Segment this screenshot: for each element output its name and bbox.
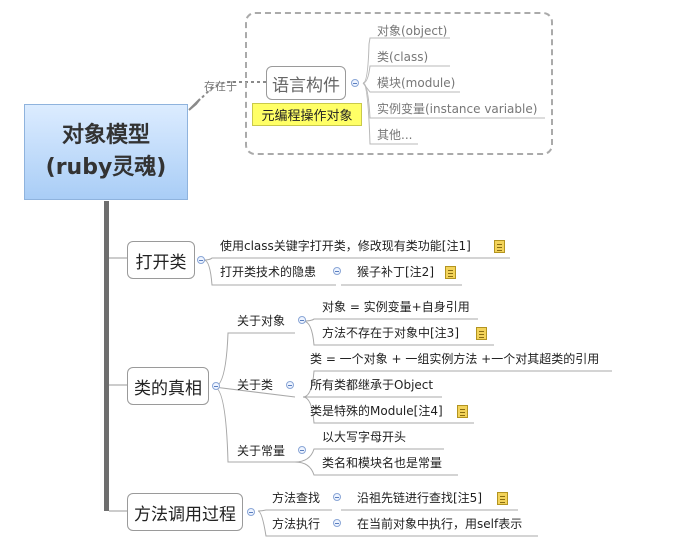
about-class-item-2: 所有类都继承于Object bbox=[310, 378, 434, 392]
callout-connector-label: 存在于 bbox=[204, 80, 237, 93]
branch-class-truth[interactable]: 类的真相 bbox=[127, 367, 209, 405]
about-class-item-3: 类是特殊的Module[注4] bbox=[310, 404, 443, 418]
note-icon-2[interactable] bbox=[445, 266, 456, 279]
b2-group-2 bbox=[213, 386, 296, 398]
open-class-item-2: 打开类技术的隐患 bbox=[220, 265, 317, 279]
branch-open-class[interactable]: 打开类 bbox=[127, 241, 195, 279]
callout-line-2 bbox=[362, 65, 450, 84]
callout-collapse-icon[interactable] bbox=[351, 79, 359, 87]
branch-method-call[interactable]: 方法调用过程 bbox=[127, 493, 243, 531]
about-object-item-1: 对象 = 实例变量+自身引用 bbox=[322, 300, 470, 314]
callout-connector bbox=[199, 81, 266, 101]
branch-class-truth-collapse-icon[interactable] bbox=[212, 382, 220, 390]
callout-title-box[interactable]: 语言构件 bbox=[266, 66, 346, 100]
callout-line-5 bbox=[362, 82, 418, 145]
group-about-constant-collapse-icon[interactable] bbox=[298, 446, 306, 454]
note-icon-4[interactable] bbox=[457, 405, 468, 418]
callout-item-class: 类(class) bbox=[377, 50, 429, 64]
monkey-patch-item: 猴子补丁[注2] bbox=[357, 265, 434, 279]
callout-item-other: 其他... bbox=[377, 128, 413, 142]
note-icon-1[interactable] bbox=[494, 240, 505, 253]
callout-subtitle: 元编程操作对象 bbox=[252, 103, 362, 126]
root-title-line2: (ruby灵魂) bbox=[45, 155, 167, 180]
note-icon-3[interactable] bbox=[476, 327, 487, 340]
group-method-execution: 方法执行 bbox=[272, 517, 321, 531]
callout-arrow bbox=[188, 98, 201, 111]
about-class-item-1: 类 = 一个对象 + 一组实例方法 +一个对其超类的引用 bbox=[310, 352, 600, 366]
about-object-item-2: 方法不存在于对象中[注3] bbox=[322, 326, 459, 340]
root-title-line1: 对象模型 bbox=[61, 123, 150, 148]
b1-line-2 bbox=[203, 259, 336, 286]
callout-item-module: 模块(module) bbox=[377, 76, 456, 90]
trunk-line bbox=[104, 201, 109, 511]
group-method-execution-collapse-icon[interactable] bbox=[333, 519, 341, 527]
about-constant-item-2: 类名和模块名也是常量 bbox=[322, 456, 443, 470]
open-class-item-2-collapse-icon[interactable] bbox=[333, 267, 341, 275]
group-about-class: 关于类 bbox=[237, 378, 274, 392]
group-method-lookup: 方法查找 bbox=[272, 491, 321, 505]
callout-region bbox=[245, 12, 553, 155]
callout-item-object: 对象(object) bbox=[377, 24, 448, 38]
method-lookup-item: 沿祖先链进行查找[注5] bbox=[357, 491, 482, 505]
root-topic[interactable]: 对象模型 (ruby灵魂) bbox=[24, 104, 188, 200]
group-about-class-collapse-icon[interactable] bbox=[286, 381, 294, 389]
group-method-lookup-collapse-icon[interactable] bbox=[333, 493, 341, 501]
note-icon-5[interactable] bbox=[497, 492, 508, 505]
b1-line-1 bbox=[203, 257, 510, 261]
group-about-constant: 关于常量 bbox=[237, 444, 286, 458]
callout-line-1 bbox=[362, 37, 450, 84]
branch-open-class-collapse-icon[interactable] bbox=[197, 256, 205, 264]
group-about-object: 关于对象 bbox=[237, 314, 286, 328]
callout-item-instance-variable: 实例变量(instance variable) bbox=[377, 102, 538, 116]
about-constant-item-1: 以大写字母开头 bbox=[322, 430, 407, 444]
open-class-item-1: 使用class关键字打开类，修改现有类功能[注1] bbox=[220, 239, 471, 253]
group-about-object-collapse-icon[interactable] bbox=[298, 316, 306, 324]
method-execution-item: 在当前对象中执行，用self表示 bbox=[357, 517, 523, 531]
branch-method-call-collapse-icon[interactable] bbox=[247, 508, 255, 516]
